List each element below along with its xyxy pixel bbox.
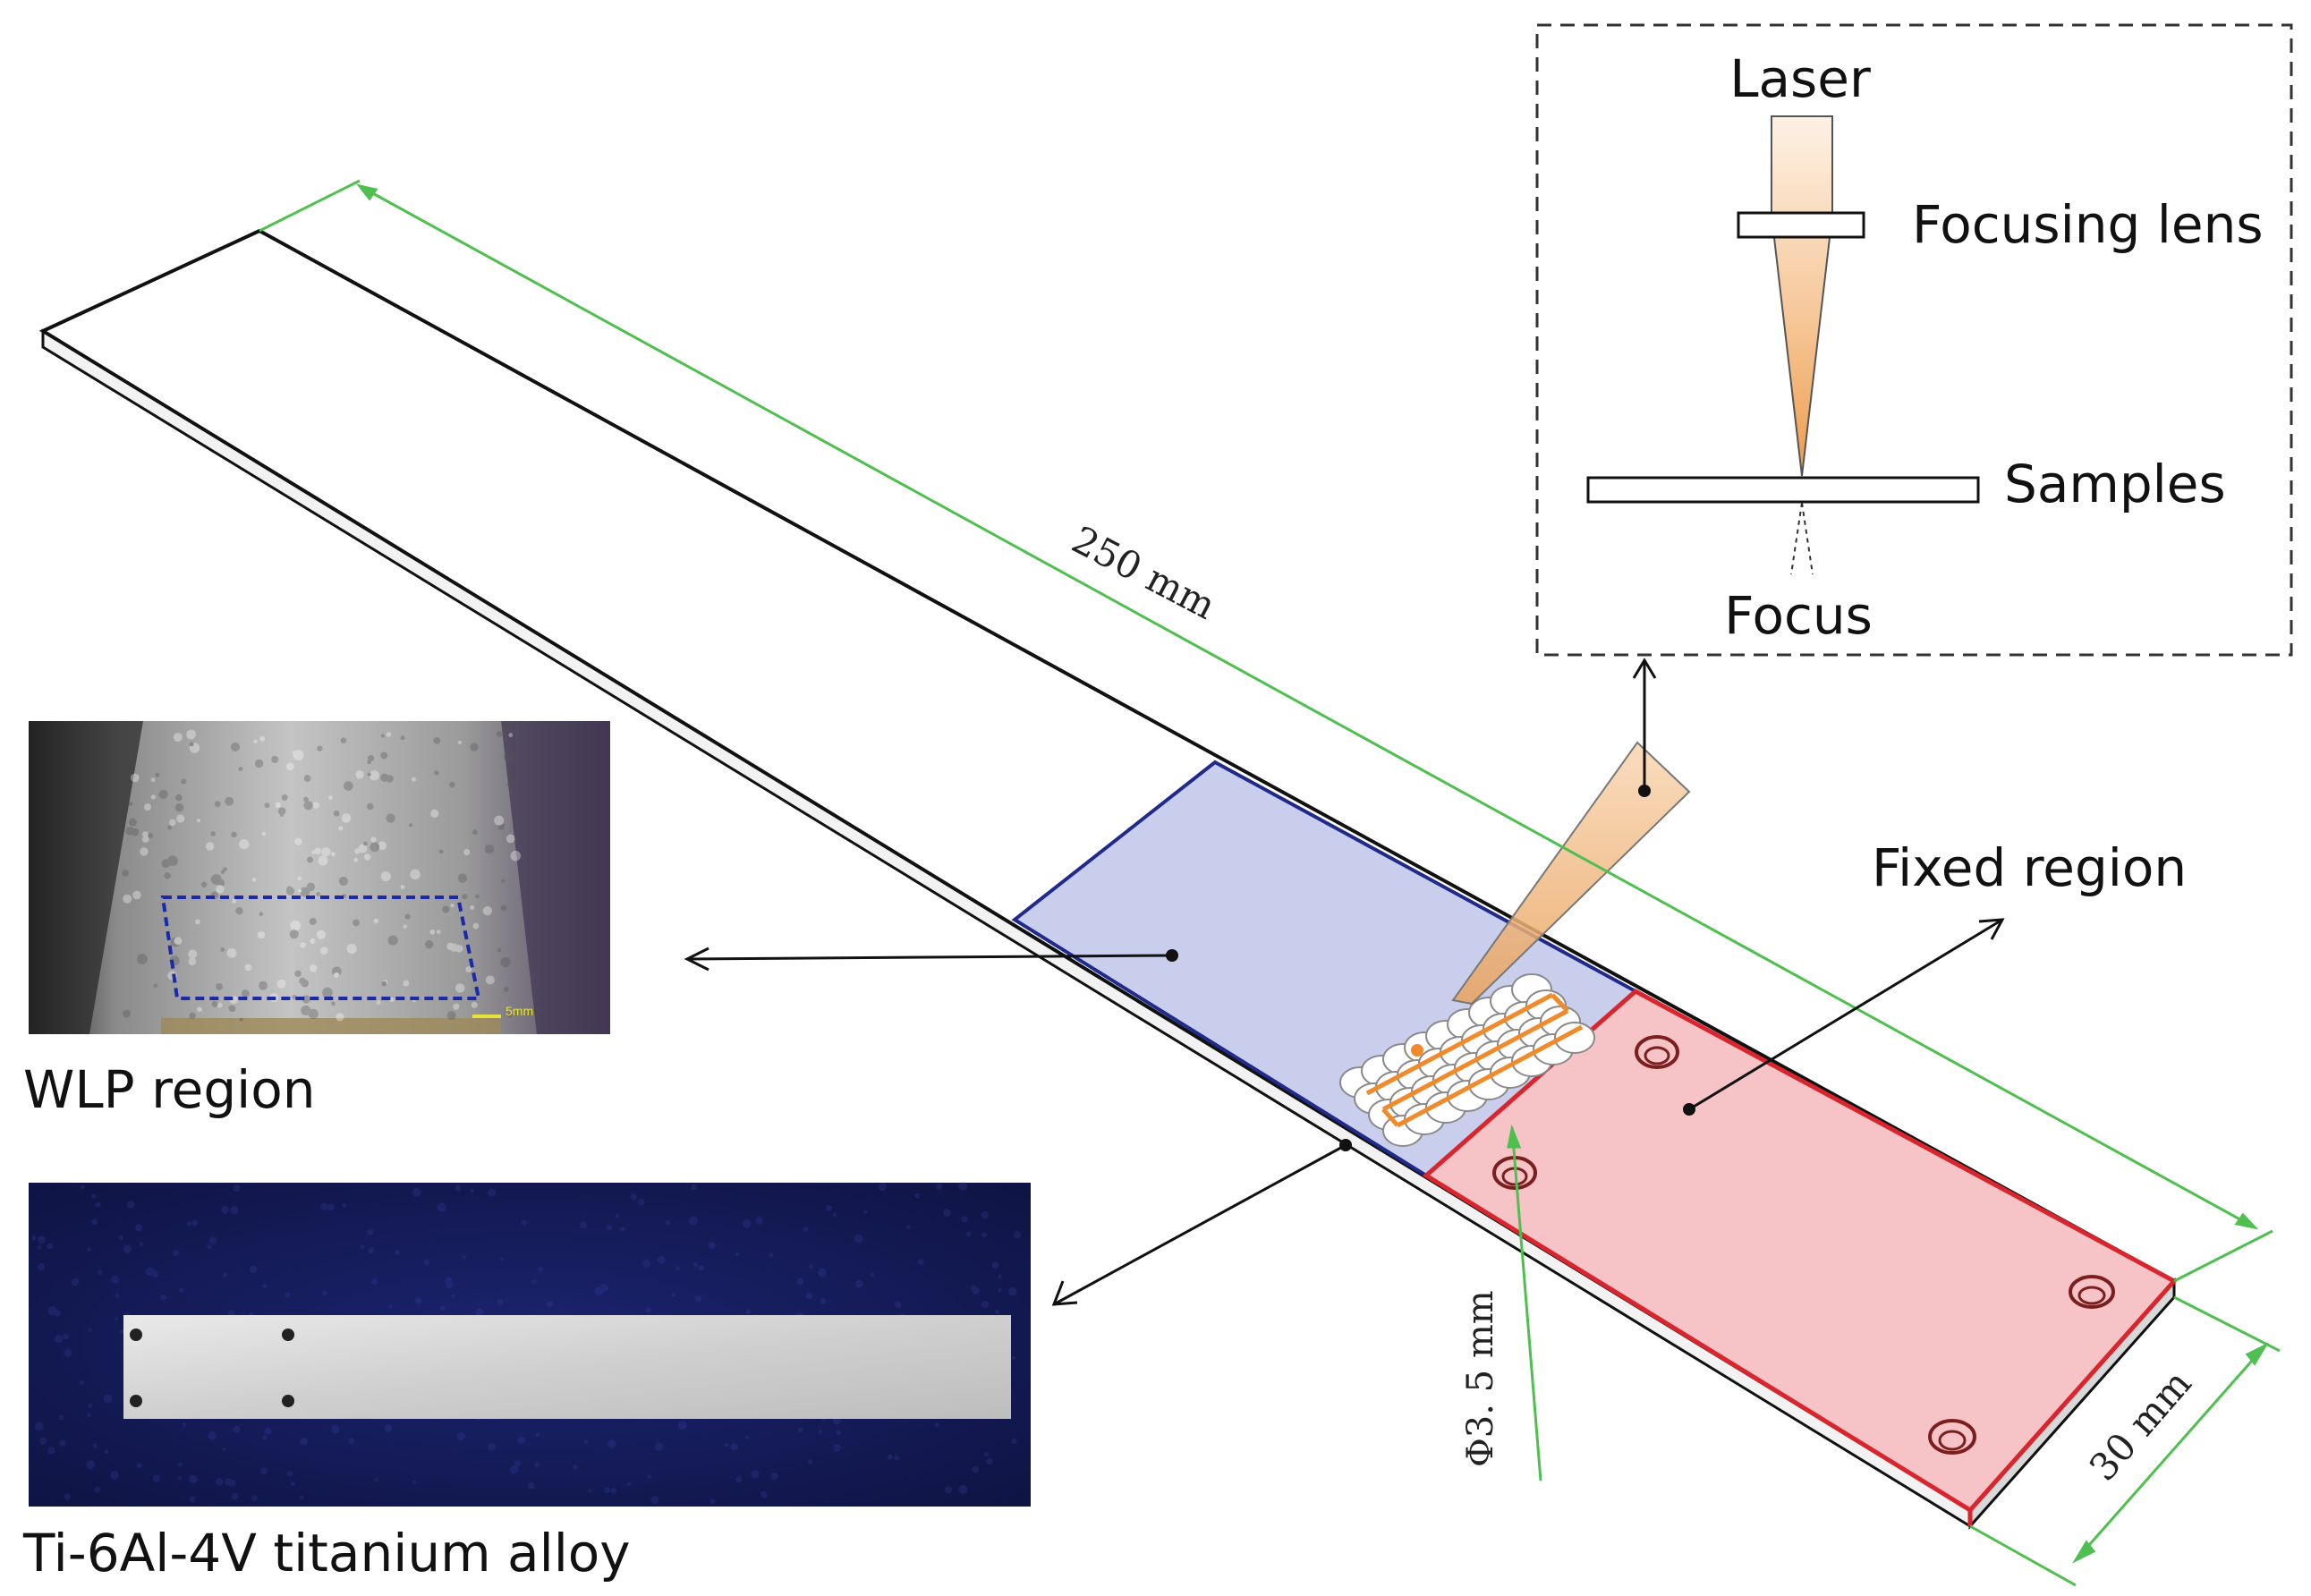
fixed-region-label: Fixed region	[1872, 837, 2187, 898]
width-dimension-line	[2074, 1345, 2267, 1561]
scan-start-marker	[1411, 1044, 1423, 1057]
focus-label: Focus	[1724, 585, 1873, 646]
leader-lines	[684, 658, 2005, 1306]
incident-laser-beam	[1451, 741, 1691, 1006]
wlp-region-label: WLP region	[23, 1059, 316, 1120]
alloy-sample-photo	[29, 1182, 1031, 1507]
scale-bar-label: 5mm	[506, 1004, 533, 1018]
length-dimension-line	[359, 184, 2256, 1229]
focusing-lens-label: Focusing lens	[1912, 194, 2264, 255]
laser-setup-inset: Laser Focusing lens Samples Focus	[1535, 23, 2293, 657]
samples-shape	[1586, 476, 1980, 504]
hole	[2069, 1275, 2115, 1309]
alloy-label: Ti-6Al-4V titanium alloy	[22, 1523, 631, 1583]
alloy-specimen	[123, 1315, 1011, 1419]
focusing-lens-shape	[1737, 211, 1865, 239]
length-dimension-label: 250 mm	[1065, 517, 1222, 627]
wlp-treated-area-outline	[160, 896, 481, 1000]
laser-spot	[1554, 1022, 1595, 1054]
specimen-plate	[38, 228, 2178, 1530]
inset-frame	[1535, 23, 2293, 657]
laser-beam-column	[1771, 115, 1833, 477]
hole-dimension-line	[1510, 1126, 1542, 1481]
hole	[1928, 1419, 1976, 1455]
hole	[1635, 1035, 1679, 1069]
wlp-region-photo: 5mm	[29, 721, 610, 1034]
laser-label: Laser	[1729, 48, 1871, 109]
mounting-holes	[1492, 1035, 2115, 1455]
samples-label: Samples	[2004, 454, 2226, 514]
dimension-lines	[259, 179, 2281, 1587]
scan-path	[1365, 992, 1584, 1128]
hole-dimension-label: Φ3. 5 mm	[1460, 1290, 1501, 1467]
